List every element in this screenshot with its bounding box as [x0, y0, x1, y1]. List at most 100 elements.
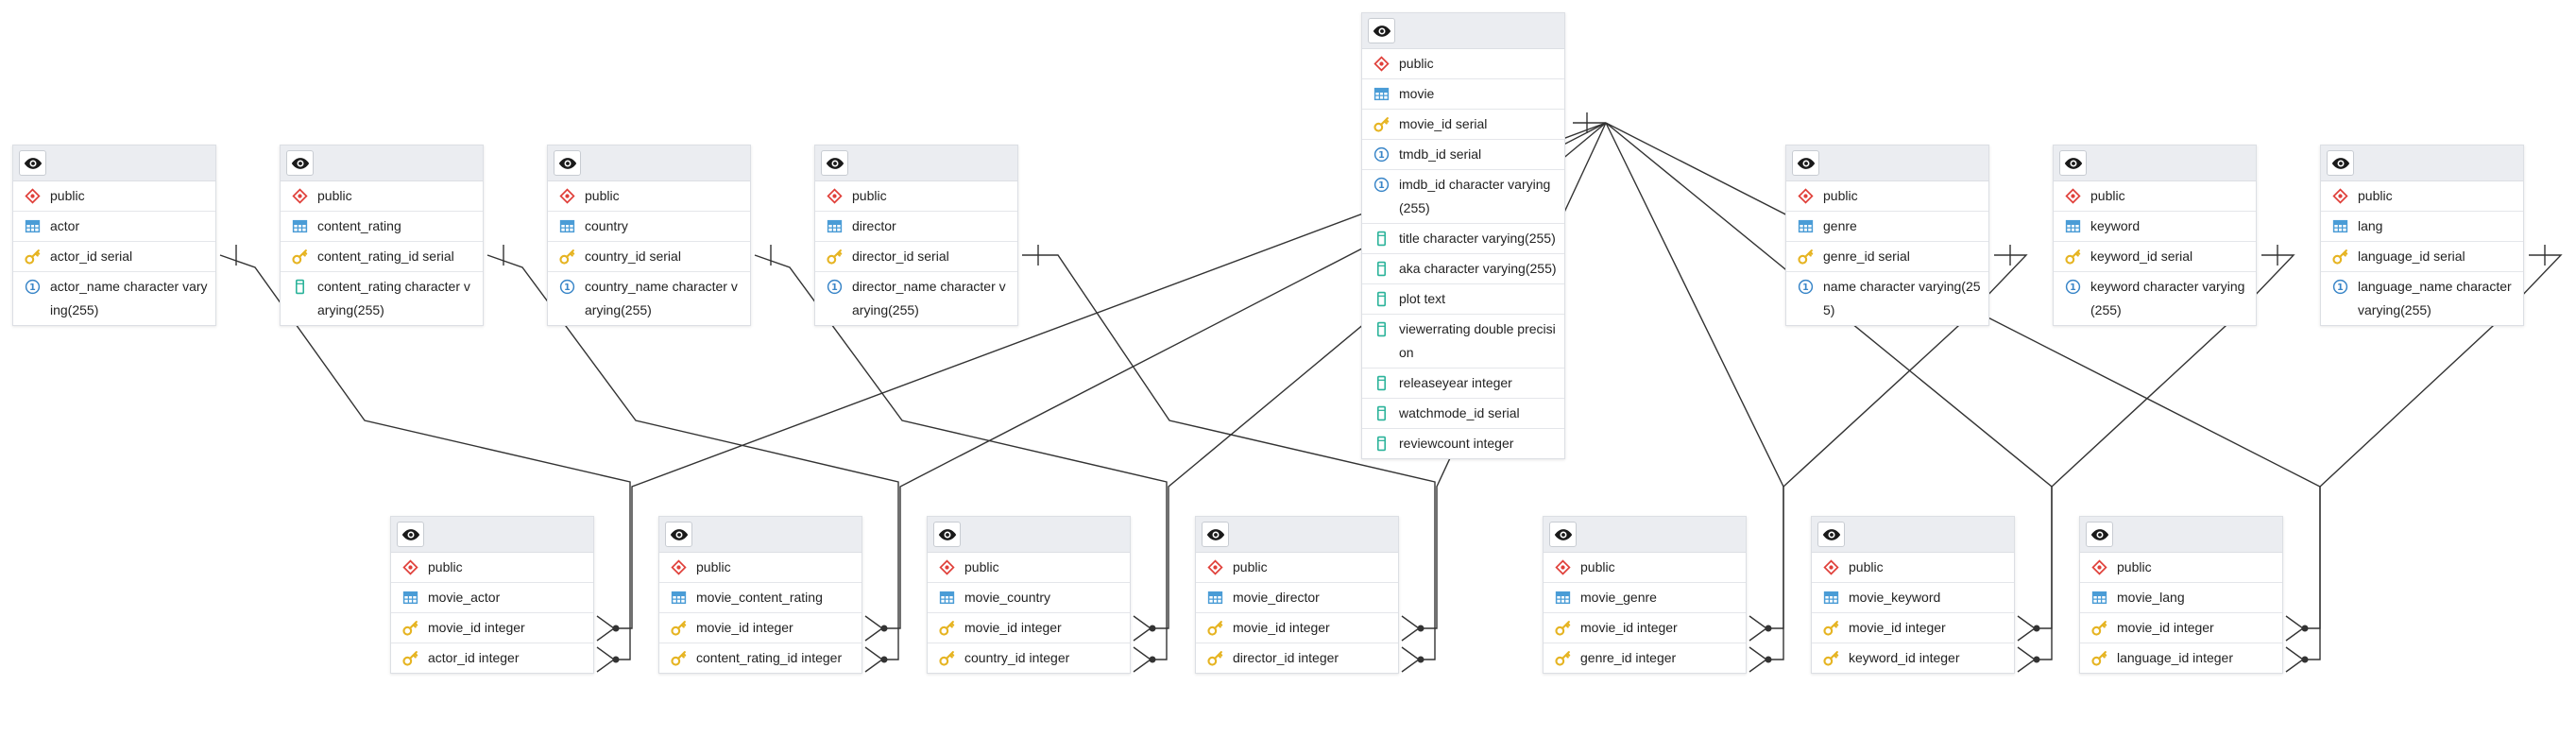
- table-content-rating[interactable]: public content_rating content_rating_id …: [280, 145, 484, 326]
- id-icon: [827, 279, 843, 295]
- schema-row: public: [1786, 181, 1988, 212]
- eye-icon[interactable]: [2086, 522, 2113, 547]
- table-header: [391, 517, 593, 553]
- column-row[interactable]: country_id serial: [548, 242, 750, 272]
- table-name: director: [852, 218, 896, 233]
- column-row[interactable]: director_id integer: [1196, 643, 1398, 673]
- eye-icon[interactable]: [1202, 522, 1229, 547]
- eye-icon[interactable]: [665, 522, 692, 547]
- column-row[interactable]: country_name character varying(255): [548, 272, 750, 325]
- edge-genre-movie-genre[interactable]: [1766, 245, 2028, 660]
- column-row[interactable]: language_name character varying(255): [2321, 272, 2523, 325]
- table-movie-lang[interactable]: public movie_lang movie_id integer langu…: [2079, 516, 2283, 674]
- table-header: [281, 146, 483, 181]
- column-icon: [1373, 261, 1390, 277]
- edge-actor-movie-actor[interactable]: [219, 245, 631, 660]
- table-icon: [292, 218, 308, 234]
- column-name: movie_id integer: [696, 620, 793, 635]
- edge-director-movie-director[interactable]: [1022, 245, 1436, 660]
- schema-icon: [402, 559, 418, 575]
- column-row[interactable]: aka character varying(255): [1362, 254, 1564, 284]
- table-genre[interactable]: public genre genre_id serial name charac…: [1785, 145, 1989, 326]
- eye-icon[interactable]: [933, 522, 961, 547]
- column-row[interactable]: movie_id integer: [391, 613, 593, 643]
- column-row[interactable]: keyword_id serial: [2054, 242, 2256, 272]
- column-row[interactable]: director_name character varying(255): [815, 272, 1017, 325]
- table-director[interactable]: public director director_id serial direc…: [814, 145, 1018, 326]
- column-row[interactable]: director_id serial: [815, 242, 1017, 272]
- column-row[interactable]: movie_id integer: [1812, 613, 2014, 643]
- column-row[interactable]: movie_id integer: [659, 613, 862, 643]
- table-movie-country[interactable]: public movie_country movie_id integer co…: [927, 516, 1131, 674]
- eye-icon[interactable]: [1792, 150, 1819, 176]
- table-lang[interactable]: public lang language_id serial language_…: [2320, 145, 2524, 326]
- column-name: viewerrating double precision: [1399, 321, 1556, 360]
- column-row[interactable]: releaseyear integer: [1362, 368, 1564, 399]
- column-row[interactable]: title character varying(255): [1362, 224, 1564, 254]
- table-actor[interactable]: public actor actor_id serial actor_name …: [12, 145, 216, 326]
- column-row[interactable]: actor_id serial: [13, 242, 215, 272]
- column-name: country_id serial: [585, 249, 681, 264]
- column-row[interactable]: actor_name character varying(255): [13, 272, 215, 325]
- column-row[interactable]: content_rating_id serial: [281, 242, 483, 272]
- column-row[interactable]: keyword_id integer: [1812, 643, 2014, 673]
- edge-content-rating-movie-content-rating[interactable]: [486, 245, 899, 660]
- column-row[interactable]: watchmode_id serial: [1362, 399, 1564, 429]
- column-row[interactable]: genre_id serial: [1786, 242, 1988, 272]
- column-row[interactable]: imdb_id character varying(255): [1362, 170, 1564, 224]
- eye-icon[interactable]: [821, 150, 848, 176]
- key-icon: [1555, 620, 1571, 636]
- column-row[interactable]: movie_id integer: [1196, 613, 1398, 643]
- eye-icon[interactable]: [2059, 150, 2087, 176]
- table-movie-actor[interactable]: public movie_actor movie_id integer acto…: [390, 516, 594, 674]
- table-icon: [2065, 218, 2081, 234]
- table-movie-keyword[interactable]: public movie_keyword movie_id integer ke…: [1811, 516, 2015, 674]
- table-header: [659, 517, 862, 553]
- column-name: tmdb_id serial: [1399, 146, 1482, 162]
- column-row[interactable]: content_rating_id integer: [659, 643, 862, 673]
- table-movie-genre[interactable]: public movie_genre movie_id integer genr…: [1543, 516, 1747, 674]
- edge-keyword-movie-keyword[interactable]: [2035, 245, 2295, 660]
- eye-icon[interactable]: [2327, 150, 2354, 176]
- column-row[interactable]: tmdb_id serial: [1362, 140, 1564, 170]
- schema-icon: [2332, 188, 2348, 204]
- table-country[interactable]: public country country_id serial country…: [547, 145, 751, 326]
- eye-icon[interactable]: [19, 150, 46, 176]
- column-row[interactable]: movie_id integer: [2080, 613, 2282, 643]
- edge-country-movie-country[interactable]: [754, 245, 1168, 660]
- table-name-row: movie_content_rating: [659, 583, 862, 613]
- table-name-row: movie: [1362, 79, 1564, 110]
- column-row[interactable]: movie_id integer: [1544, 613, 1746, 643]
- column-row[interactable]: viewerrating double precision: [1362, 315, 1564, 368]
- table-name-row: keyword: [2054, 212, 2256, 242]
- column-row[interactable]: reviewcount integer: [1362, 429, 1564, 458]
- column-row[interactable]: movie_id integer: [928, 613, 1130, 643]
- eye-icon[interactable]: [397, 522, 424, 547]
- table-movie-director[interactable]: public movie_director movie_id integer d…: [1195, 516, 1399, 674]
- column-row[interactable]: genre_id integer: [1544, 643, 1746, 673]
- column-row[interactable]: country_id integer: [928, 643, 1130, 673]
- column-name: content_rating_id serial: [317, 249, 454, 264]
- column-row[interactable]: language_id integer: [2080, 643, 2282, 673]
- eye-icon[interactable]: [1368, 18, 1395, 43]
- eye-icon[interactable]: [554, 150, 581, 176]
- column-row[interactable]: keyword character varying(255): [2054, 272, 2256, 325]
- table-name-row: movie_country: [928, 583, 1130, 613]
- column-name: movie_id serial: [1399, 116, 1488, 131]
- column-row[interactable]: actor_id integer: [391, 643, 593, 673]
- eye-icon[interactable]: [1817, 522, 1845, 547]
- table-movie[interactable]: public movie movie_id serial tmdb_id ser…: [1361, 12, 1565, 459]
- eye-icon[interactable]: [286, 150, 314, 176]
- column-row[interactable]: language_id serial: [2321, 242, 2523, 272]
- column-row[interactable]: movie_id serial: [1362, 110, 1564, 140]
- schema-name: public: [428, 559, 463, 574]
- edge-lang-movie-lang[interactable]: [2303, 245, 2563, 660]
- column-row[interactable]: plot text: [1362, 284, 1564, 315]
- table-movie-content-rating[interactable]: public movie_content_rating movie_id int…: [658, 516, 862, 674]
- schema-icon: [292, 188, 308, 204]
- column-row[interactable]: content_rating character varying(255): [281, 272, 483, 325]
- column-row[interactable]: name character varying(255): [1786, 272, 1988, 325]
- schema-row: public: [928, 553, 1130, 583]
- table-keyword[interactable]: public keyword keyword_id serial keyword…: [2053, 145, 2257, 326]
- eye-icon[interactable]: [1549, 522, 1577, 547]
